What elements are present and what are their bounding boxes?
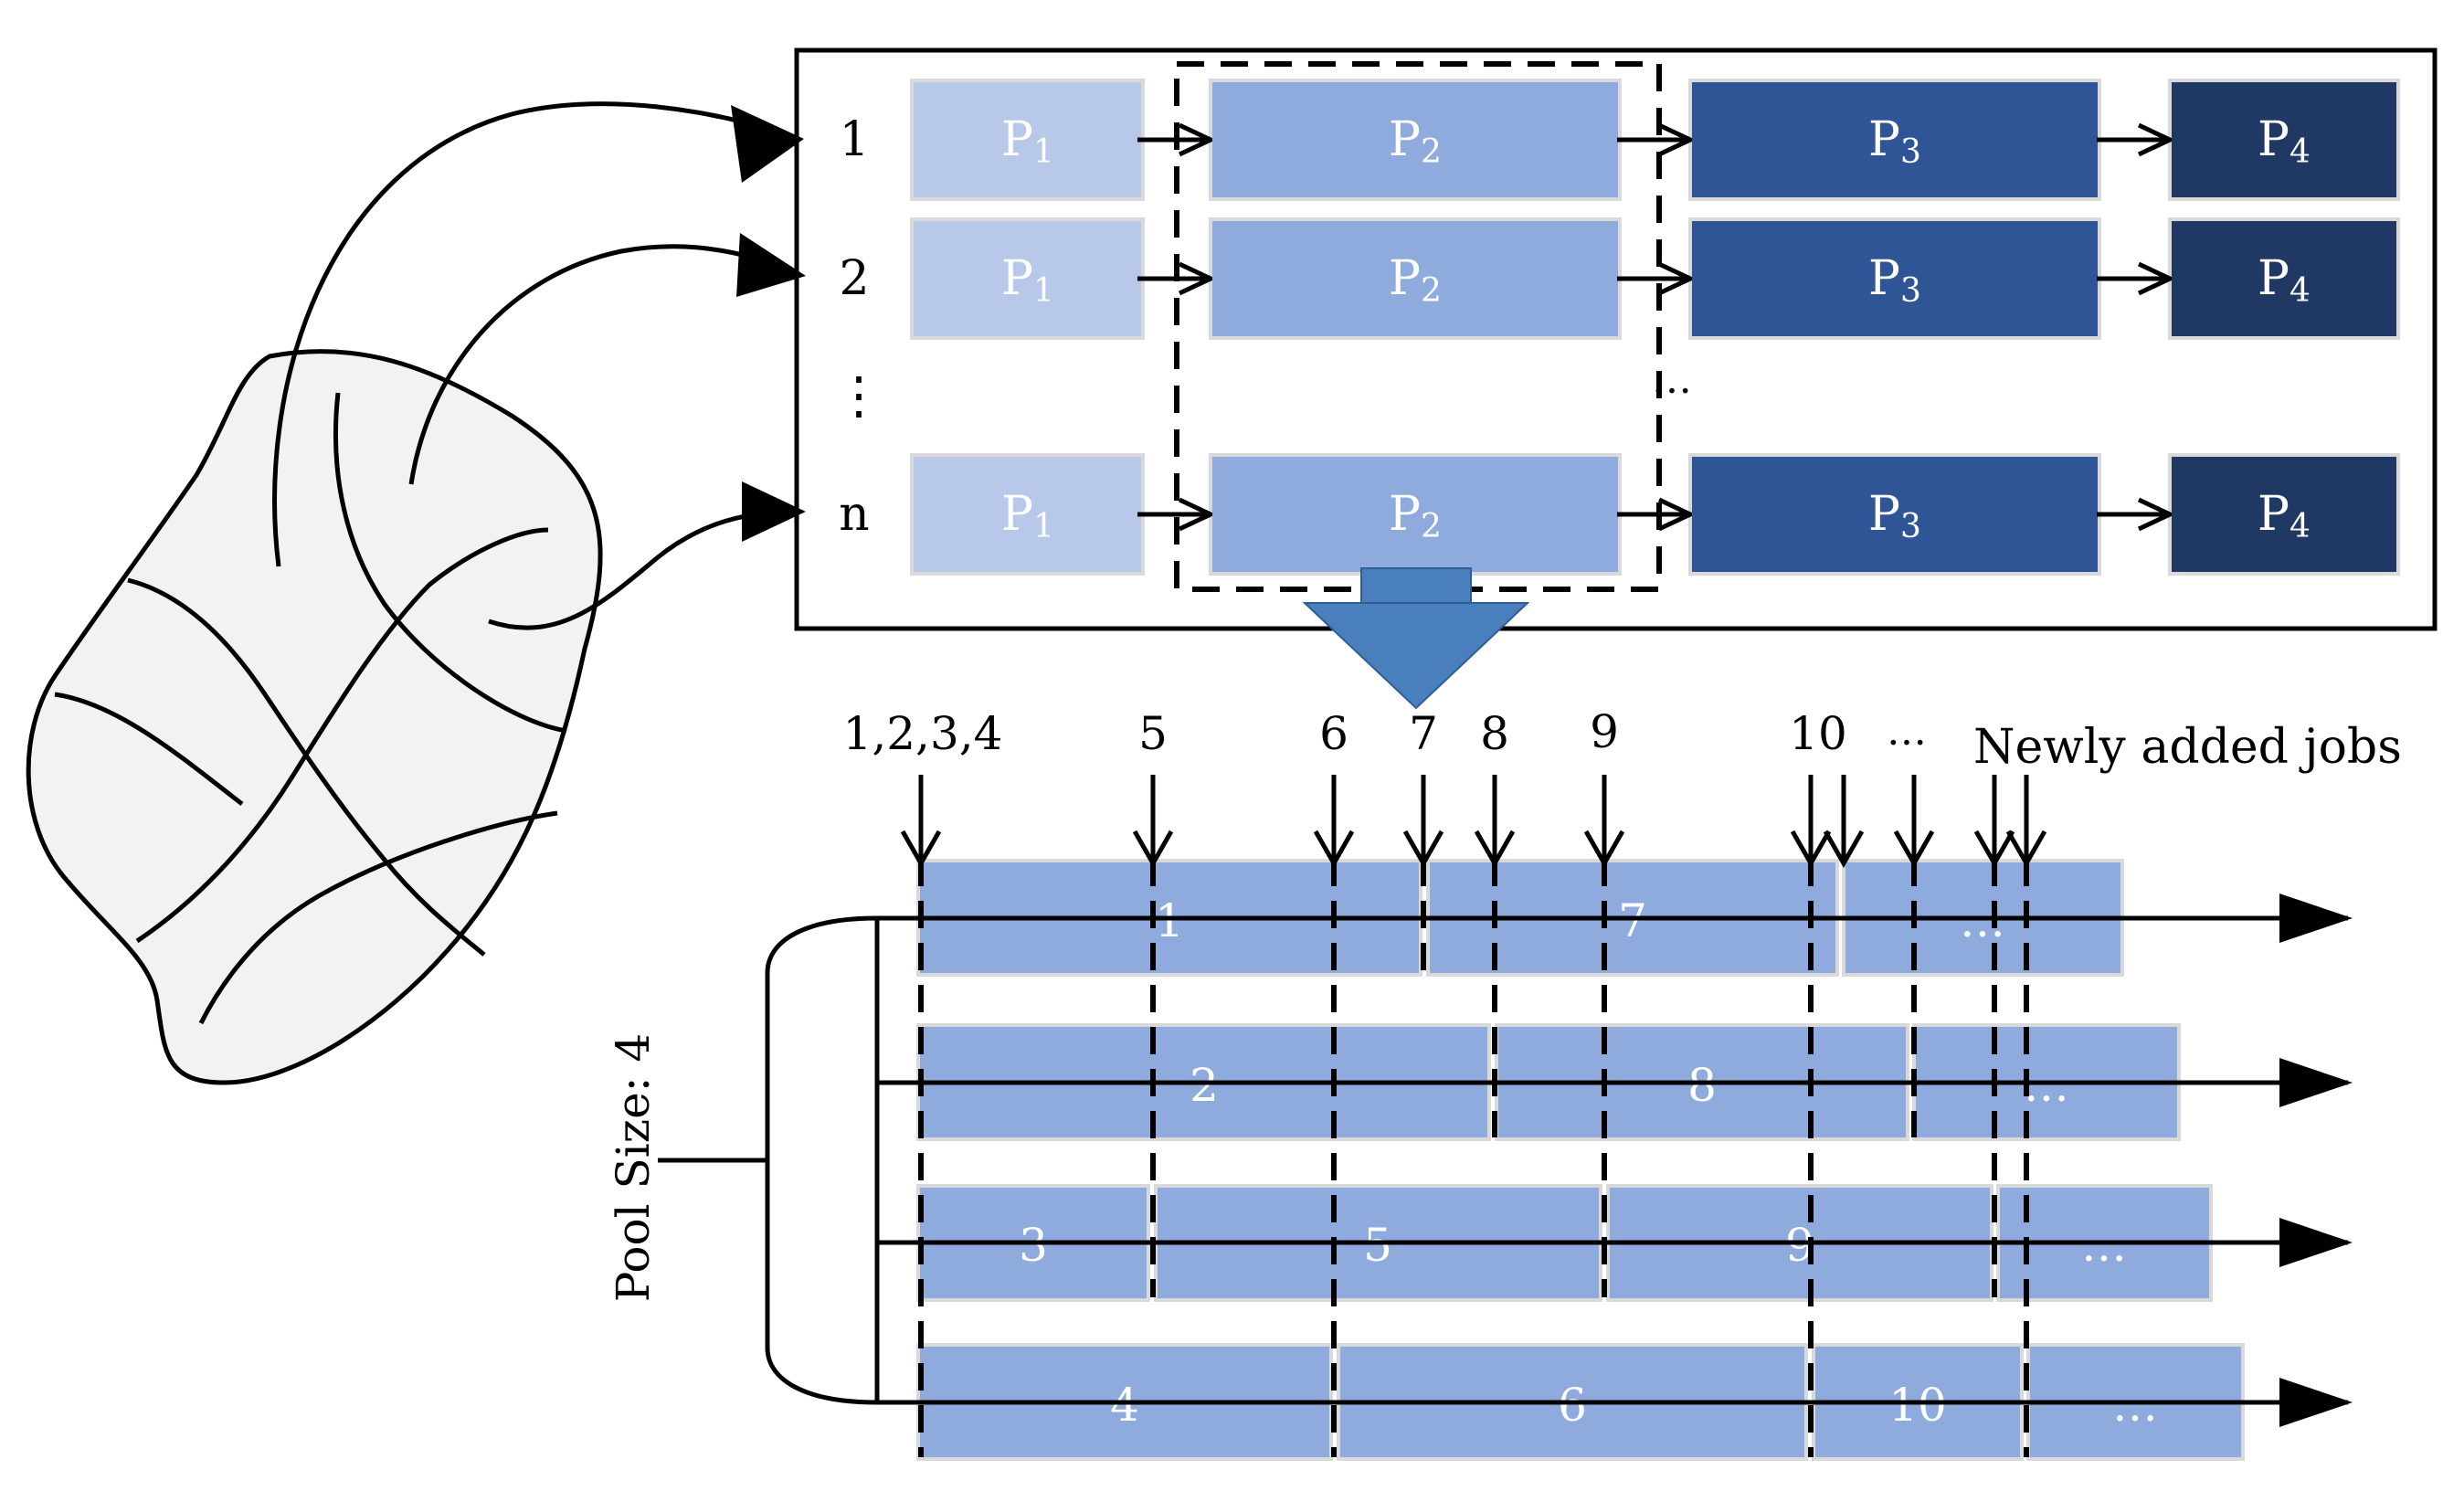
blob-line-5 [198, 810, 558, 1025]
thread-arrow-1-head [2279, 894, 2353, 943]
pool-size-label: Pool Size: 4 [607, 1033, 660, 1302]
stage-p3-label: P3 [1868, 487, 1921, 545]
stage-p2-label: P2 [1389, 112, 1442, 171]
pool-size-brace: Pool Size: 4 [607, 915, 878, 1405]
newly-added-jobs-label: Newly added jobs [1973, 720, 2402, 775]
stage-p4-box [2168, 217, 2400, 340]
job-labels: 1 7 … 2 8 … 3 5 9 … 4 6 10 … [1019, 894, 2158, 1432]
job-label: … [2081, 1219, 2127, 1272]
stage-p3-label: P3 [1868, 112, 1921, 171]
row-vertical-ellipsis: ⋮ [833, 366, 884, 426]
arrival-label: … [1887, 708, 1927, 755]
curve-arrow-1-head [731, 105, 804, 183]
stage-p3-label: P3 [1868, 251, 1921, 310]
pipeline-row-1: 1 P1 P2 P3 P4 [839, 79, 2400, 201]
arrival-labels: 1,2,3,4 5 6 7 8 9 10 … Newly added jobs [843, 705, 2402, 775]
job-label: 8 [1687, 1059, 1717, 1112]
curve-arrow-3-head [742, 481, 806, 542]
blob-line-3 [54, 692, 244, 806]
stage-p4-label: P4 [2258, 251, 2311, 310]
pipeline-panel: 1 P1 P2 P3 P4 2 P1 P2 P3 P4 [794, 48, 2438, 631]
stage-p2-label: P2 [1389, 251, 1442, 310]
job-label: 2 [1190, 1059, 1219, 1112]
job-label: 10 [1888, 1379, 1947, 1432]
thread-arrow-3-head [2279, 1218, 2353, 1267]
stage-p2-box [1209, 217, 1622, 340]
thread-arrow-2-head [2279, 1058, 2353, 1107]
blob-line-2 [127, 577, 486, 957]
job-label: … [2112, 1379, 2158, 1432]
stage-p1-label: P1 [1001, 112, 1054, 171]
blob-line-1 [333, 392, 567, 734]
arrival-label: 1,2,3,4 [843, 707, 1003, 760]
arrival-label: 8 [1480, 707, 1509, 760]
thread-arrow-4-head [2279, 1378, 2353, 1427]
curve-arrow-1 [272, 101, 796, 567]
stage-p1-box [910, 79, 1145, 201]
stage-p4-label: P4 [2258, 487, 2311, 545]
thread-timelines [874, 894, 2353, 1427]
big-down-arrow [1302, 567, 1530, 710]
pipeline-row-n: n P1 P2 P3 P4 [839, 453, 2400, 576]
stage-p3-box [1688, 217, 2101, 340]
stage-p1-label: P1 [1001, 487, 1054, 545]
stage-p2-label: P2 [1389, 487, 1442, 545]
stage-p4-label: P4 [2258, 112, 2311, 171]
blob-to-pipeline-arrows [272, 101, 806, 630]
blob-outline [26, 349, 603, 1085]
curve-arrow-2-head [736, 233, 806, 297]
stage-p1-box [910, 453, 1145, 576]
job-label: 1 [1155, 894, 1184, 947]
stage-p4-box [2168, 453, 2400, 576]
arrival-label: 10 [1789, 707, 1847, 760]
job-label: 4 [1110, 1379, 1139, 1432]
stage-p3-box [1688, 453, 2101, 576]
arrival-label: 7 [1409, 707, 1438, 760]
job-label: 6 [1558, 1379, 1587, 1432]
row-label: n [839, 487, 870, 542]
arrival-dashed-lines [918, 859, 2029, 1457]
arrival-label: 6 [1319, 707, 1348, 760]
pipeline-frame [794, 48, 2438, 631]
stage-p2-box [1209, 79, 1622, 201]
arrival-label: 9 [1590, 705, 1619, 758]
stage-p4-box [2168, 79, 2400, 201]
job-label: … [1960, 894, 2005, 947]
job-label: 3 [1019, 1219, 1048, 1272]
pipeline-row-2: 2 P1 P2 P3 P4 [839, 217, 2400, 340]
job-label: 5 [1363, 1219, 1392, 1272]
program-blob [26, 349, 603, 1085]
row-label: 2 [839, 251, 869, 306]
stage-p1-label: P1 [1001, 251, 1054, 310]
blob-line-4 [135, 527, 549, 944]
row-label: 1 [839, 112, 869, 167]
stage-p1-box [910, 217, 1145, 340]
arrival-label: 5 [1138, 707, 1168, 760]
arrival-arrows [900, 775, 2047, 869]
job-blocks [916, 859, 2245, 1461]
job-label: 7 [1618, 894, 1647, 947]
job-label: … [2024, 1059, 2069, 1112]
